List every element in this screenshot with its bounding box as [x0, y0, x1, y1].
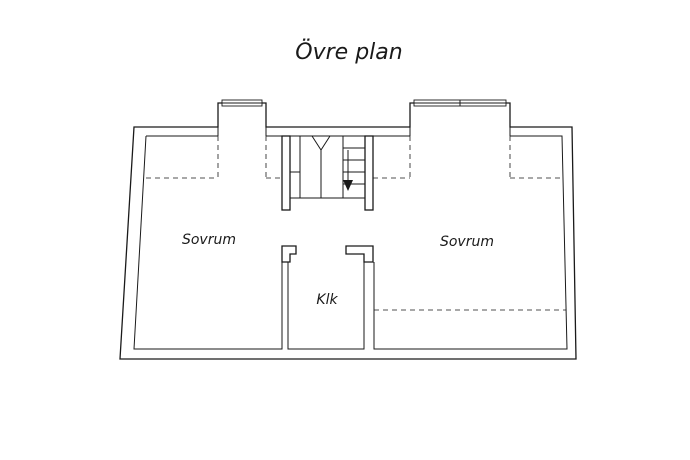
closet-walls [281, 245, 375, 349]
plan-title: Övre plan [295, 39, 402, 65]
outer-wall [119, 102, 577, 360]
window-right [413, 99, 507, 107]
window-left [221, 99, 263, 107]
stair-walls [281, 135, 374, 211]
ceiling-height-lines [146, 136, 566, 311]
dormer-walls [217, 103, 511, 136]
room-label-closet: Klk [316, 292, 338, 308]
room-label-bedroom-left: Sovrum [182, 232, 236, 248]
staircase [290, 135, 365, 198]
stair-direction-arrow [343, 180, 353, 191]
room-label-bedroom-right: Sovrum [440, 234, 494, 250]
